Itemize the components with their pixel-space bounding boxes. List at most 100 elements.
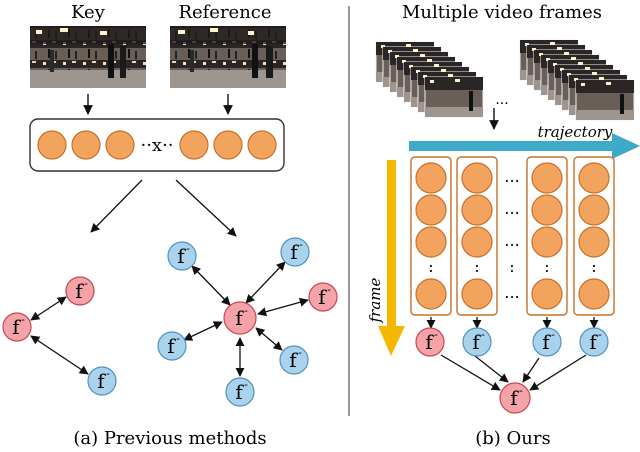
- column-node-4: [531, 278, 563, 310]
- column-vertical-ellipsis: :: [544, 257, 549, 276]
- left-graph-nodes: f-f-f-f-f-f-f-f-f-f-: [2, 237, 338, 407]
- column-node-4: [461, 278, 493, 310]
- star-neighbor-node-6-symbol: f: [235, 380, 244, 404]
- trajectory-node-1-symbol: f: [425, 330, 434, 354]
- right-graph-nodes: f-f-f-f-f-: [415, 327, 609, 414]
- star-center-node-mark: -: [244, 304, 248, 317]
- aggregation-edges: [440, 354, 587, 391]
- feature-circle-1: [37, 130, 67, 160]
- trajectory-node-2-circle: [462, 327, 492, 357]
- trajectory-node-1: f-: [415, 327, 445, 357]
- column-ellipsis-4: ...: [504, 283, 519, 302]
- column-node-1: [578, 162, 610, 194]
- star-neighbor-node-3-symbol: f: [318, 285, 327, 309]
- star-neighbor-node-3-mark: -: [327, 283, 331, 296]
- star-neighbor-node-1: f-: [167, 241, 197, 271]
- column-node-3: [415, 226, 447, 258]
- trajectory-node-4-mark: -: [598, 328, 602, 341]
- split-arrow-left: [90, 179, 143, 233]
- column-node-2: [578, 194, 610, 226]
- column-node-4: [578, 278, 610, 310]
- feature-circle-3: [105, 130, 135, 160]
- column-node-3: [578, 226, 610, 258]
- trajectory-column-1: :: [410, 156, 452, 329]
- column-node-4: [415, 278, 447, 310]
- star-neighbor-node-2: f-: [280, 237, 310, 267]
- star-graph-edges: [183, 261, 309, 377]
- trajectory-arrow: [409, 133, 640, 159]
- column-ellipses: ............:: [504, 167, 519, 302]
- frames-label: Multiple video frames: [402, 2, 602, 23]
- ref-node-blue-circle: [87, 366, 117, 396]
- caption-b: (b) Ours: [475, 428, 550, 449]
- key-node-pair-symbol: f: [12, 315, 21, 339]
- aggregated-node-mark: -: [519, 384, 523, 397]
- key-image: [30, 26, 146, 88]
- star-neighbor-node-5: f-: [279, 345, 309, 375]
- left-graph-edges: [30, 296, 89, 375]
- reference-label: Reference: [178, 2, 271, 23]
- star-neighbor-node-4-symbol: f: [167, 334, 176, 358]
- trajectory-column-4: :: [573, 156, 615, 329]
- column-vertical-ellipsis: :: [474, 257, 479, 276]
- column-node-3: [531, 226, 563, 258]
- star-neighbor-node-3-circle: [308, 282, 338, 312]
- column-node-1: [531, 162, 563, 194]
- star-neighbor-node-2-circle: [280, 237, 310, 267]
- star-neighbor-node-3: f-: [308, 282, 338, 312]
- trajectory-node-1-circle: [415, 327, 445, 357]
- trajectory-node-3: f-: [532, 327, 562, 357]
- frames-ellipsis: ...: [495, 92, 508, 108]
- star-neighbor-node-5-symbol: f: [289, 348, 298, 372]
- column-ellipsis-mid: :: [509, 257, 514, 276]
- column-node-3: [461, 226, 493, 258]
- ref-node-red-circle: [65, 276, 95, 306]
- column-node-2: [415, 194, 447, 226]
- split-arrow-right: [175, 179, 237, 237]
- star-neighbor-node-6: f-: [225, 377, 255, 407]
- key-node-pair-mark: -: [21, 313, 25, 326]
- star-neighbor-node-1-circle: [167, 241, 197, 271]
- trajectory-column-3: :: [526, 156, 568, 329]
- aggregated-node-symbol: f: [510, 386, 519, 410]
- trajectory-node-2-mark: -: [481, 328, 485, 341]
- frame-label: frame: [366, 277, 384, 323]
- column-vertical-ellipsis: :: [591, 257, 596, 276]
- star-neighbor-node-4-mark: -: [176, 332, 180, 345]
- aggregated-node: f-: [499, 382, 531, 414]
- frame-axis-arrow: [378, 160, 405, 356]
- feature-circle-6: [247, 130, 277, 160]
- star-neighbor-node-2-mark: -: [299, 238, 303, 251]
- trajectory-node-1-mark: -: [434, 328, 438, 341]
- feature-circle-2: [71, 130, 101, 160]
- aggregated-node-circle: [499, 382, 531, 414]
- column-ellipsis-3: ...: [504, 231, 519, 250]
- trajectory-node-3-mark: -: [551, 328, 555, 341]
- star-neighbor-node-6-mark: -: [244, 378, 248, 391]
- video-frame-stacks: [375, 39, 635, 121]
- ref-node-blue-symbol: f: [97, 369, 106, 393]
- ref-node-red-symbol: f: [75, 279, 84, 303]
- column-node-1: [461, 162, 493, 194]
- trajectory-node-3-symbol: f: [542, 330, 551, 354]
- star-neighbor-node-1-mark: -: [186, 242, 190, 255]
- key-node-pair-circle: [2, 312, 32, 342]
- column-ellipsis-1: ...: [504, 167, 519, 186]
- star-neighbor-node-4: f-: [157, 331, 187, 361]
- ref-node-red: f-: [65, 276, 95, 306]
- left-panel: Key Reference: [2, 2, 338, 449]
- star-center-node: f-: [223, 301, 257, 335]
- column-node-1: [415, 162, 447, 194]
- connector-text: ··x··: [140, 135, 173, 156]
- key-label: Key: [71, 2, 106, 23]
- right-panel: Multiple video frames ... trajectory fra…: [366, 2, 640, 449]
- star-neighbor-node-5-circle: [279, 345, 309, 375]
- trajectory-node-4-circle: [579, 327, 609, 357]
- trajectory-node-2: f-: [462, 327, 492, 357]
- feature-circle-5: [213, 130, 243, 160]
- trajectory-column-2: :: [456, 156, 498, 329]
- ref-node-red-mark: -: [84, 277, 88, 290]
- star-neighbor-node-1-symbol: f: [177, 244, 186, 268]
- key-node-pair: f-: [2, 312, 32, 342]
